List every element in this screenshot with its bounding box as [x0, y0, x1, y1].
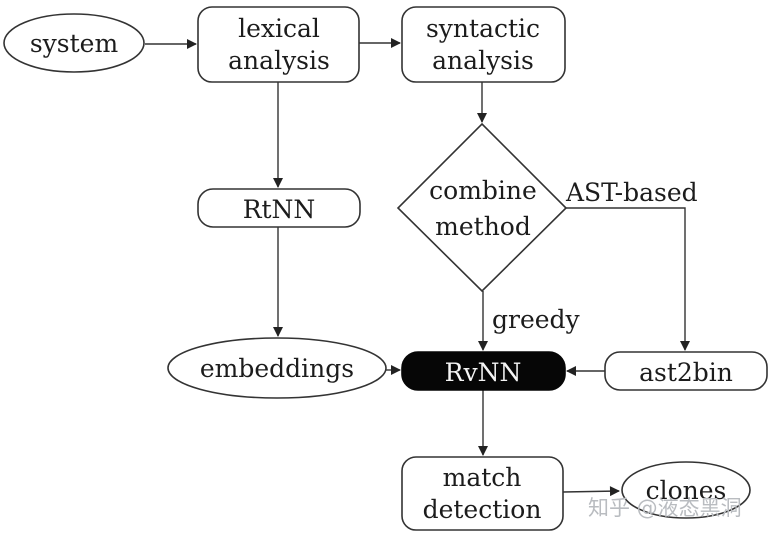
- clones-label: clones: [646, 476, 727, 505]
- rvnn-box: [401, 351, 566, 391]
- node-lexical-analysis: lexical analysis: [197, 6, 360, 83]
- syntactic-analysis-label-line2: analysis: [432, 46, 534, 75]
- edge-label-greedy: greedy: [492, 305, 581, 334]
- match-detection-label-line2: detection: [423, 495, 542, 524]
- node-embeddings: embeddings: [167, 337, 387, 399]
- node-rtnn: RtNN: [197, 188, 361, 228]
- node-combine-method: combine method: [396, 122, 568, 293]
- rtnn-label: RtNN: [243, 195, 316, 224]
- node-ast2bin: ast2bin: [604, 351, 768, 391]
- ast2bin-label: ast2bin: [639, 358, 733, 387]
- lexical-analysis-label-line2: analysis: [228, 46, 330, 75]
- edge-label-ast-based: AST-based: [565, 178, 698, 207]
- embeddings-label: embeddings: [200, 354, 354, 383]
- lexical-analysis-label-line1: lexical: [238, 14, 320, 43]
- combine-method-label-line1: combine: [429, 176, 537, 205]
- lexical-analysis-box: [197, 6, 360, 83]
- node-syntactic-analysis: syntactic analysis: [401, 6, 566, 83]
- node-clones: clones: [621, 461, 751, 519]
- syntactic-analysis-box: [401, 6, 566, 83]
- embeddings-ellipse: [167, 337, 387, 399]
- edge-combine-to-ast2bin-astbased: [566, 207, 690, 351]
- rvnn-label: RvNN: [445, 358, 522, 387]
- system-label: system: [30, 29, 119, 58]
- system-ellipse: [3, 13, 145, 73]
- match-detection-label-line1: match: [443, 463, 522, 492]
- combine-method-diamond: [396, 122, 568, 293]
- zhihu-watermark: 知乎 @液态黑洞: [588, 496, 742, 520]
- syntactic-analysis-label-line1: syntactic: [426, 14, 540, 43]
- match-detection-box: [401, 456, 564, 531]
- node-system: system: [3, 13, 145, 73]
- combine-method-label-line2: method: [435, 212, 531, 241]
- edge-match-to-clones: [562, 486, 620, 497]
- rtnn-box: [197, 188, 361, 228]
- clones-ellipse: [621, 461, 751, 519]
- node-match-detection: match detection: [401, 456, 564, 531]
- node-rvnn: RvNN: [401, 351, 566, 391]
- ast2bin-box: [604, 351, 768, 391]
